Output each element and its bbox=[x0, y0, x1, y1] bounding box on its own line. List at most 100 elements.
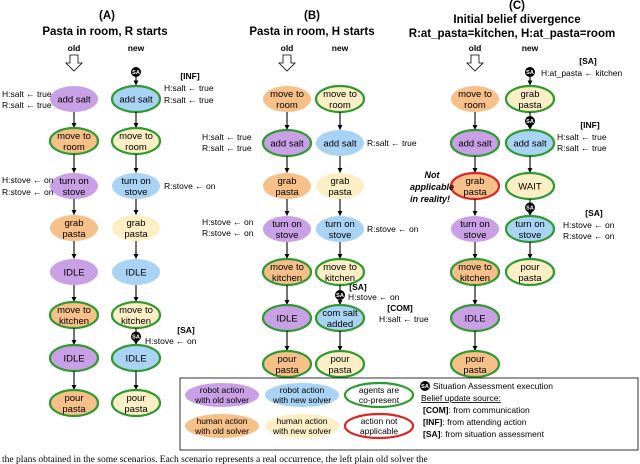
legend-sa-icon-text: SA bbox=[421, 384, 429, 390]
node-a_new-5-label-1: IDLE bbox=[125, 268, 146, 279]
node-b_new-3-label-1: grab bbox=[330, 176, 349, 187]
node-c_old-5-label-1: move to bbox=[458, 262, 492, 273]
tag-com-b: [COM] bbox=[387, 303, 413, 313]
node-b_old-1-label-1: move to bbox=[270, 89, 304, 100]
node-c_old-3-label-1: grab bbox=[465, 176, 484, 187]
legend-copresent-line-1: agents are bbox=[359, 385, 399, 395]
node-c_old-6-label-1: IDLE bbox=[464, 314, 485, 325]
caption: the plans obtained in the some scenarios… bbox=[2, 454, 428, 464]
node-b_old-5-label-2: kitchen bbox=[272, 273, 302, 284]
node-c_new-5-label-1: pour bbox=[520, 262, 539, 273]
node-b_new-2 bbox=[316, 130, 364, 156]
node-a_new-2-label-1: move to bbox=[119, 131, 153, 142]
node-b_old-3-label-1: grab bbox=[277, 176, 296, 187]
belief-update-c-salt-r: R:salt ← true bbox=[557, 143, 607, 153]
node-a_old-1-label-1: add salt bbox=[57, 95, 91, 106]
legend-not-applicable-line-1: action not bbox=[361, 416, 398, 426]
node-a_new-2-label-2: room bbox=[125, 142, 147, 153]
node-a_new-1-label-1: add salt bbox=[119, 95, 153, 106]
node-a_new-4 bbox=[112, 215, 160, 241]
legend-source-sa: [SA]: from situation assessment bbox=[423, 429, 545, 439]
node-c_old-4-label-1: turn on bbox=[460, 219, 490, 230]
belief-update-a-old-salt-r: R:salt ← true bbox=[2, 100, 52, 110]
belief-update-c-salt-h: H:salt ← true bbox=[557, 132, 607, 142]
legend-copresent-line-2: co-present bbox=[359, 395, 400, 405]
node-c_old-1-label-2: room bbox=[464, 100, 486, 111]
legend-belief-title: Belief update source: bbox=[421, 393, 501, 403]
not-applicable-note-line-3: in reality! bbox=[410, 194, 450, 204]
node-a_old-6-label-1: move to bbox=[57, 305, 91, 316]
node-a_new-4-label-1: grab bbox=[126, 218, 145, 229]
node-a_old-2-label-1: move to bbox=[57, 131, 91, 142]
legend-swatch-copresent bbox=[343, 381, 415, 409]
panel-b-label: (B) bbox=[304, 10, 320, 22]
belief-update-b-com-salt: H:salt ← true bbox=[379, 314, 429, 324]
panel-b-title: Pasta in room, H starts bbox=[249, 26, 374, 38]
node-a_old-4 bbox=[50, 215, 98, 241]
node-b_new-6-label-1: com salt bbox=[322, 308, 358, 319]
node-c_old-4 bbox=[451, 216, 499, 242]
node-b_old-3-label-2: pasta bbox=[275, 187, 299, 198]
legend-robot-old-line-2: with old solver bbox=[194, 395, 249, 405]
node-a_old-8-label-2: pasta bbox=[62, 404, 86, 415]
col-label-a-new: new bbox=[128, 43, 145, 53]
belief-update-a-old-salt-h: H:salt ← true bbox=[2, 89, 52, 99]
legend-sa-icon bbox=[420, 381, 430, 391]
node-b_new-5-label-1: move to bbox=[323, 262, 357, 273]
node-b_new-1-label-1: move to bbox=[323, 89, 357, 100]
node-c_old-2-label-1: add salt bbox=[458, 139, 492, 150]
node-a_new-8-label-2: pasta bbox=[124, 404, 148, 415]
node-b_old-4-label-1: turn on bbox=[272, 219, 302, 230]
node-a_new-3 bbox=[112, 173, 160, 199]
panel-c-title: Initial belief divergence bbox=[453, 14, 580, 26]
node-b_old-3 bbox=[263, 173, 311, 199]
node-c_old-1-label-1: move to bbox=[458, 89, 492, 100]
legend-robot-old-line-1: robot action bbox=[200, 385, 245, 395]
panel-c-subtitle: R:at_pasta=kitchen, H:at_pasta=room bbox=[409, 28, 615, 40]
belief-update-b-old-stove-r: R:stove ← on bbox=[202, 228, 254, 238]
legend-swatch-robot-new bbox=[265, 383, 339, 407]
node-a_new-8 bbox=[110, 388, 162, 418]
hollow-arrow-icon bbox=[466, 54, 484, 72]
sa-icon-c_new-start-text: SA bbox=[526, 70, 534, 76]
node-c_new-5-label-2: pasta bbox=[518, 273, 542, 284]
belief-update-b-new-stove-r: R:stove ← on bbox=[367, 224, 419, 234]
node-a_new-4-label-2: pasta bbox=[124, 229, 148, 240]
not-applicable-note-line-1: Not bbox=[425, 170, 441, 180]
belief-update-a-new-salt-h: H:salt ← true bbox=[164, 83, 214, 93]
node-b_old-4-label-2: stove bbox=[276, 230, 299, 241]
node-c_new-4-label-1: turn on bbox=[515, 219, 545, 230]
panel-a-title: Pasta in room, R starts bbox=[42, 26, 167, 38]
node-a_old-4-label-2: pasta bbox=[62, 229, 86, 240]
sa-icon-node-b_new-5-text: SA bbox=[336, 293, 344, 299]
belief-update-a-old-stove-r: R:stove ← on bbox=[2, 187, 54, 197]
node-a_old-6-label-2: kitchen bbox=[59, 316, 89, 327]
node-a_old-8-label-1: pour bbox=[64, 393, 83, 404]
node-a_new-6-label-2: kitchen bbox=[121, 316, 151, 327]
node-b_old-2-label-1: add salt bbox=[270, 139, 304, 150]
node-b_new-5-label-2: kitchen bbox=[325, 273, 355, 284]
tag-inf-c: [INF] bbox=[580, 120, 600, 130]
node-a_old-2-label-2: room bbox=[63, 142, 85, 153]
hollow-arrow-icon bbox=[65, 54, 83, 72]
sa-icon-node-c_new-1-text: SA bbox=[526, 119, 534, 125]
node-c_old-7-label-2: pasta bbox=[463, 365, 487, 376]
sa-icon-node-a_new-6 bbox=[131, 331, 141, 342]
node-b_new-4-label-1: turn on bbox=[325, 219, 355, 230]
belief-update-a-new-salt-r: R:salt ← true bbox=[164, 95, 214, 105]
belief-update-c-stove-h: H:stove ← on bbox=[563, 220, 615, 230]
node-c_new-5 bbox=[504, 257, 556, 287]
node-a_new-8-label-1: pour bbox=[126, 393, 145, 404]
belief-update-b-new-salt-r: R:salt ← true bbox=[367, 138, 417, 148]
panel-c-label: (C) bbox=[509, 0, 525, 12]
node-c_new-1-label-2: pasta bbox=[518, 100, 542, 111]
sa-icon-node-a_new-6-text: SA bbox=[132, 335, 140, 341]
node-a_new-6-label-1: move to bbox=[119, 305, 153, 316]
node-a_old-3-label-2: stove bbox=[63, 187, 86, 198]
node-b_new-7-label-1: pour bbox=[330, 354, 349, 365]
node-b_new-4 bbox=[316, 216, 364, 242]
col-label-a-old: old bbox=[68, 43, 81, 53]
node-a_old-3 bbox=[50, 173, 98, 199]
